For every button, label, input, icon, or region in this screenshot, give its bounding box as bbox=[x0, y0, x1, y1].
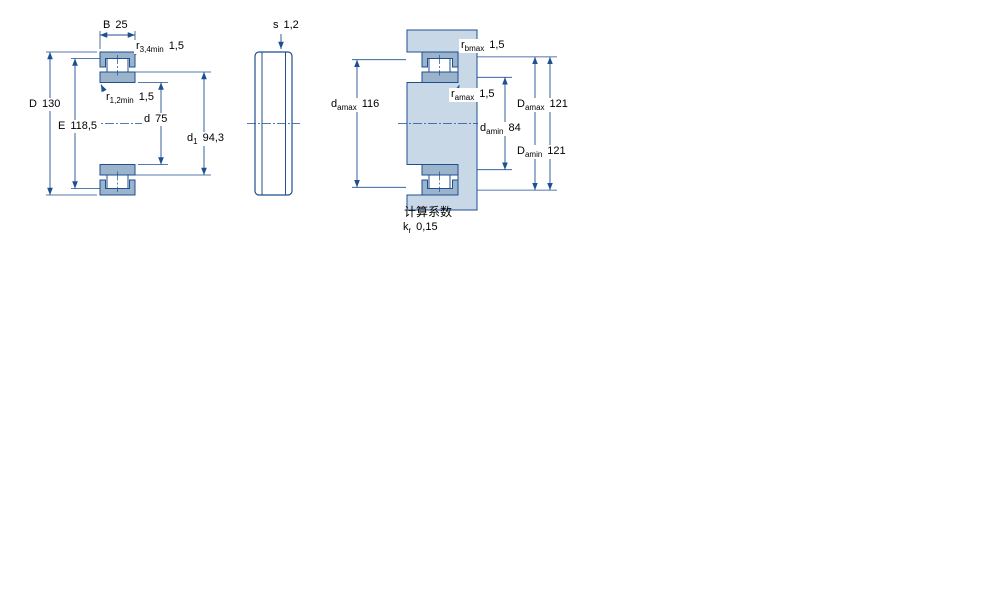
bearing-side-outline bbox=[254, 51, 293, 196]
dim-symbol: B bbox=[103, 19, 111, 31]
dim-subscript: amin bbox=[486, 127, 504, 137]
dim-value: 75 bbox=[155, 113, 168, 125]
dim-value: 1,5 bbox=[489, 39, 505, 51]
dim-subscript: bmax bbox=[464, 44, 485, 54]
dim-value: 121 bbox=[547, 145, 566, 157]
dim-symbol: r bbox=[461, 39, 465, 51]
dim-label-D: D 130 bbox=[27, 98, 63, 111]
dim-value: 25 bbox=[115, 19, 128, 31]
dim-subscript: amin bbox=[524, 150, 543, 160]
factor-symbol: k bbox=[403, 221, 409, 233]
dim-symbol: r bbox=[136, 40, 140, 52]
dim-label-Da-min: Damin 121 bbox=[515, 145, 568, 160]
dim-symbol: D bbox=[517, 145, 525, 157]
outer-ring-bottom-section bbox=[421, 179, 459, 196]
dim-symbol: d bbox=[144, 113, 151, 125]
dim-value: 1,5 bbox=[168, 40, 184, 52]
dim-label-Da-max: Damax 121 bbox=[515, 98, 570, 113]
dim-symbol: d bbox=[480, 122, 487, 134]
factor-value: 0,15 bbox=[416, 221, 438, 233]
dim-label-B: B 25 bbox=[101, 19, 130, 32]
outer-ring-bottom-section bbox=[99, 179, 136, 196]
dim-value: 84 bbox=[508, 122, 521, 134]
dim-label-da-max: damax 116 bbox=[329, 98, 382, 113]
dim-symbol: d bbox=[187, 132, 194, 144]
dim-value: 1,5 bbox=[138, 91, 154, 103]
side-view bbox=[247, 34, 300, 196]
dim-label-d1: d1 94,3 bbox=[185, 132, 226, 147]
dim-label-r12: r1,2min 1,5 bbox=[104, 91, 156, 106]
dim-label-d: d 75 bbox=[142, 113, 170, 126]
outer-ring-top-section bbox=[99, 51, 136, 68]
abutment-view bbox=[352, 29, 557, 211]
dim-subscript: amax bbox=[524, 103, 545, 113]
dim-subscript: amax bbox=[454, 93, 475, 103]
dim-value: 116 bbox=[361, 98, 380, 110]
cross-section-view bbox=[46, 31, 211, 196]
dim-value: 94,3 bbox=[202, 132, 224, 144]
inner-ring-bottom-section bbox=[421, 164, 459, 176]
inner-ring-top-section bbox=[421, 71, 459, 83]
dim-label-r34: r3,4min 1,5 bbox=[134, 40, 186, 55]
dim-value: 130 bbox=[41, 98, 61, 110]
dim-symbol: s bbox=[273, 19, 279, 31]
dim-label-rb: rbmax 1,5 bbox=[459, 39, 507, 54]
dim-symbol: r bbox=[451, 88, 455, 100]
dim-label-ra: ramax 1,5 bbox=[449, 88, 497, 103]
calculation-factors-heading: 计算系数 bbox=[404, 205, 453, 219]
dim-label-E: E 118,5 bbox=[56, 120, 100, 133]
dim-value: 118,5 bbox=[70, 120, 98, 132]
dim-symbol: D bbox=[517, 98, 525, 110]
dim-value: 1,5 bbox=[479, 88, 495, 100]
dim-symbol: E bbox=[58, 120, 66, 132]
dim-label-da-min: damin 84 bbox=[478, 122, 523, 137]
dim-symbol: r bbox=[106, 91, 110, 103]
calc-factor-kr: kr 0,15 bbox=[401, 221, 440, 235]
dim-symbol: d bbox=[331, 98, 338, 110]
dim-subscript: 1,2min bbox=[109, 96, 134, 106]
factor-subscript: r bbox=[408, 226, 412, 236]
dim-value: 1,2 bbox=[283, 19, 299, 31]
dim-label-s: s 1,2 bbox=[271, 19, 301, 32]
dim-subscript: 3,4min bbox=[139, 45, 164, 55]
dim-value: 121 bbox=[549, 98, 568, 110]
dim-symbol: D bbox=[29, 98, 37, 110]
dim-subscript: amax bbox=[337, 103, 357, 113]
outer-ring-top-section bbox=[421, 51, 459, 68]
dim-subscript: 1 bbox=[193, 137, 198, 147]
